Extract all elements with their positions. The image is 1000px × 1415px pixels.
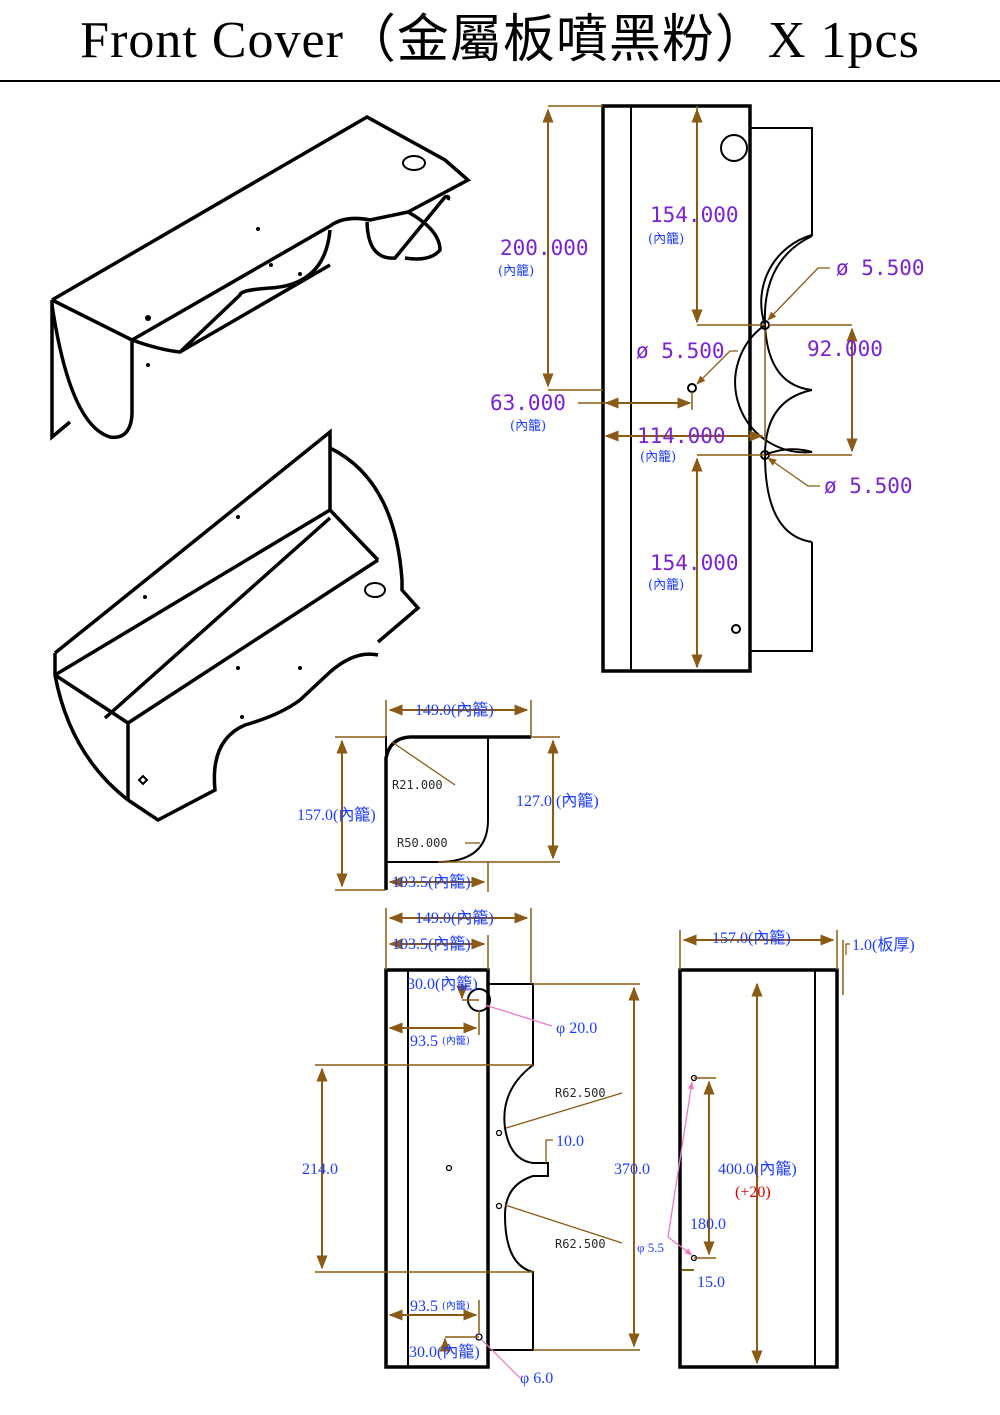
back-d15: 15.0 <box>697 1274 725 1291</box>
side-width-103: 103.5(內籠) <box>392 872 471 891</box>
dim-154-top-sub: (內籠) <box>648 231 684 247</box>
dim-200-sub: (內籠) <box>498 263 534 279</box>
back-length-400: 400.0(內籠) <box>718 1159 797 1178</box>
dim-63: 63.000 <box>490 391 566 415</box>
top-view-labels: 200.000 (內籠) 154.000 (內籠) ø 5.500 ø 5.50… <box>490 203 925 593</box>
side-height-127: 127.0 (內籠) <box>516 791 599 810</box>
isometric-view-top <box>50 114 472 441</box>
dia-5-5-bottom: ø 5.500 <box>824 474 913 498</box>
side-height-157: 157.0(內籠) <box>297 805 376 824</box>
dim-114-sub: (內籠) <box>640 449 676 465</box>
isometric-view-bottom <box>53 428 421 823</box>
front-phi6: φ 6.0 <box>520 1370 553 1387</box>
front-d93-top: 93.5 <box>410 1033 438 1050</box>
back-view-labels: 157.0(內籠) 1.0(板厚) 400.0(內籠) (+20) 180.0 … <box>690 928 915 1291</box>
back-d180: 180.0 <box>690 1216 726 1233</box>
front-view-dimensions <box>315 908 640 1379</box>
dia-5-5-mid: ø 5.500 <box>636 339 725 363</box>
back-thickness: 1.0(板厚) <box>852 936 915 954</box>
front-view-labels: 149.0(內籠) 103.5(內籠) 30.0(內籠) φ 20.0 93.5… <box>302 908 664 1387</box>
front-phi20: φ 20.0 <box>556 1020 597 1037</box>
front-view-outline <box>384 968 549 1369</box>
side-width-149: 149.0(內籠) <box>415 700 494 719</box>
side-view-dimensions <box>335 700 560 892</box>
dim-114: 114.000 <box>637 424 726 448</box>
back-view-dimensions <box>667 930 850 1365</box>
front-width-149: 149.0(內籠) <box>415 908 494 927</box>
side-view-labels: 149.0(內籠) R21.000 157.0(內籠) 127.0 (內籠) R… <box>297 700 599 891</box>
title-divider <box>0 80 1000 82</box>
front-d30-bottom: 30.0(內籠) <box>409 1342 480 1361</box>
front-r62-top: R62.500 <box>555 1086 606 1100</box>
dim-63-sub: (內籠) <box>510 418 546 434</box>
top-view-dimensions <box>542 105 858 669</box>
back-view-outline <box>678 968 839 1369</box>
side-r50: R50.000 <box>397 836 448 850</box>
back-plus20: (+20) <box>735 1184 771 1201</box>
front-phi55: φ 5.5 <box>637 1240 664 1255</box>
dim-200: 200.000 <box>500 236 589 260</box>
dia-5-5-top: ø 5.500 <box>836 256 925 280</box>
top-view-outline <box>601 104 813 673</box>
dim-154-bottom-sub: (內籠) <box>648 577 684 593</box>
front-d370: 370.0 <box>614 1161 650 1178</box>
front-d93-bottom-sub: (內籠) <box>442 1299 470 1312</box>
front-d214: 214.0 <box>302 1161 338 1178</box>
front-width-103: 103.5(內籠) <box>392 934 471 953</box>
back-width-157: 157.0(內籠) <box>712 928 791 947</box>
side-view-outline <box>384 735 531 890</box>
dim-92: 92.000 <box>807 337 883 361</box>
front-d30-top: 30.0(內籠) <box>407 974 478 993</box>
dim-154-bottom: 154.000 <box>650 551 739 575</box>
front-d93-bottom: 93.5 <box>410 1298 438 1315</box>
dim-154-top: 154.000 <box>650 203 739 227</box>
front-d93-top-sub: (內籠) <box>442 1034 470 1047</box>
front-d10: 10.0 <box>556 1133 584 1150</box>
side-r21: R21.000 <box>392 778 443 792</box>
front-r62-bottom: R62.500 <box>555 1237 606 1251</box>
page-title: Front Cover（金屬板噴黑粉）X 1pcs <box>80 12 920 69</box>
